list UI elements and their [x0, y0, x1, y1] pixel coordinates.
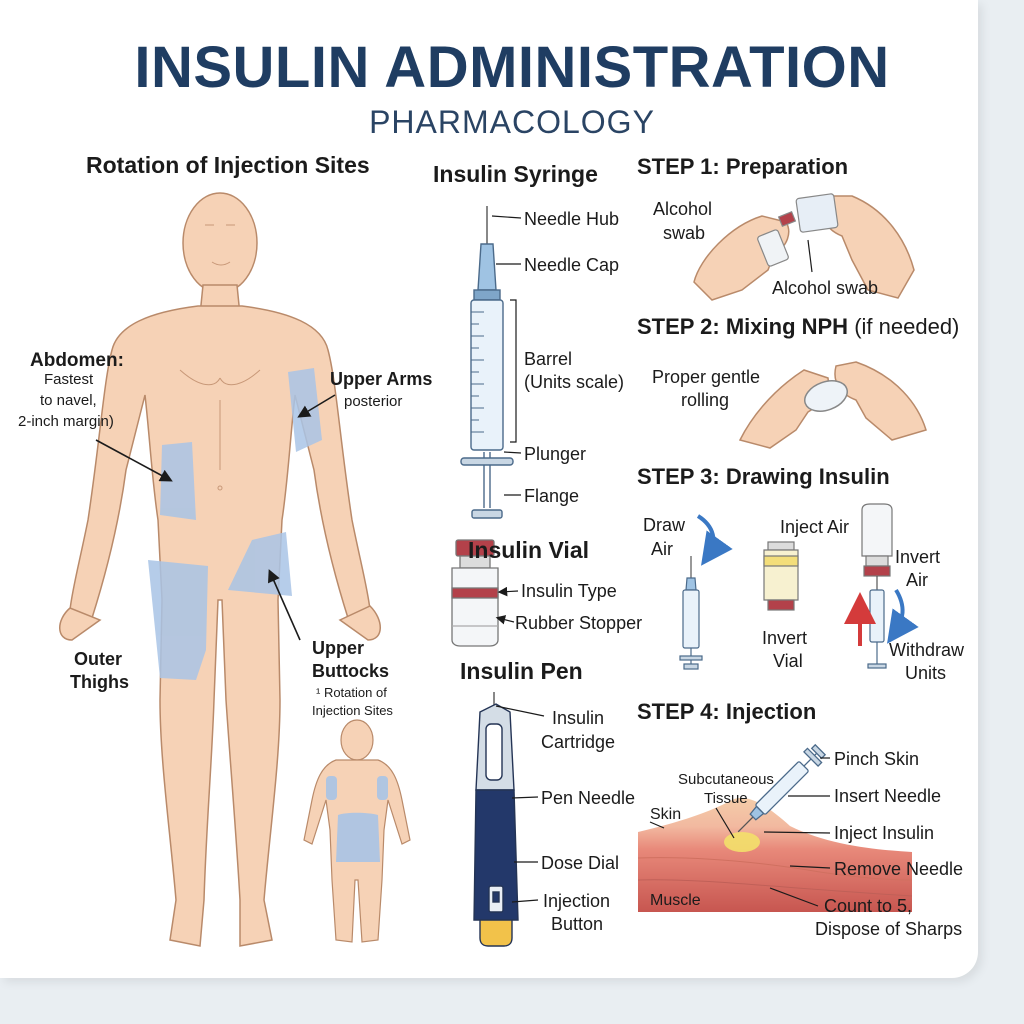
step3-vial-inverted — [861, 503, 893, 577]
step4-skin-layers — [637, 797, 913, 912]
step4-heading: STEP 4: Injection — [637, 699, 817, 724]
back-injection-sites — [326, 776, 388, 862]
step4-remove: Remove Needle — [834, 859, 964, 879]
pen-label-dial: Dose Dial — [541, 853, 620, 873]
abdomen-detail-1: Fastest — [44, 371, 94, 388]
syringe-heading: Insulin Syringe — [433, 161, 598, 187]
pen-illustration — [473, 692, 519, 947]
step2-heading: STEP 2: Mixing NPH (if needed) — [637, 315, 959, 338]
step1-heading: STEP 1: Preparation — [637, 154, 849, 179]
vial-label-stopper: Rubber Stopper — [515, 613, 643, 633]
pen-label-button-2: Button — [551, 914, 604, 934]
back-note-2: Injection Sites — [312, 703, 393, 718]
step2-hands-illustration — [738, 361, 927, 449]
pen-heading: Insulin Pen — [460, 658, 583, 684]
step1-swab-label-a1: Alcohol — [653, 199, 713, 219]
step3-syringe-inverted — [867, 576, 887, 669]
step3-draw-2: Air — [651, 539, 673, 559]
syringe-label-hub: Needle Hub — [524, 209, 620, 229]
step1-vial-swab — [757, 193, 839, 267]
step3-syringe — [679, 556, 703, 670]
step4-muscle: Muscle — [650, 892, 701, 909]
step3-draw-1: Draw — [643, 515, 686, 535]
step3-withdraw-2: Units — [905, 663, 947, 683]
syringe-label-flange: Flange — [524, 486, 580, 506]
step2-heading-note: (if needed) — [854, 314, 960, 339]
step2-note-1: Proper gentle — [652, 367, 761, 387]
syringe-label-barrel: Barrel — [524, 349, 573, 369]
step4-subq-2: Tissue — [704, 790, 748, 807]
step4-count: Count to 5, — [824, 896, 913, 916]
step3-vial-upright — [763, 541, 799, 611]
upper-arms-detail: posterior — [344, 393, 403, 410]
abdomen-detail-2: to navel, — [40, 392, 97, 409]
step2-note-2: rolling — [681, 390, 730, 410]
vial-heading: Insulin Vial — [468, 537, 589, 563]
rotation-heading: Rotation of Injection Sites — [86, 152, 370, 178]
upper-buttocks-label-1: Upper — [312, 638, 365, 658]
syringe-label-barrel-units: (Units scale) — [524, 372, 625, 392]
syringe-label-cap: Needle Cap — [524, 255, 620, 275]
step3-invert-air-1: Invert — [895, 547, 941, 567]
step4-subq-1: Subcutaneous — [678, 771, 774, 788]
step4-skin: Skin — [650, 806, 682, 823]
step2-heading-bold: STEP 2: Mixing NPH — [637, 314, 849, 339]
step4-inject: Inject Insulin — [834, 823, 935, 843]
step4-insert: Insert Needle — [834, 786, 942, 806]
page-subtitle: PHARMACOLOGY — [369, 104, 655, 140]
outer-thighs-label-2: Thighs — [70, 672, 129, 692]
pen-label-cartridge-2: Cartridge — [541, 732, 616, 752]
step3-invert-vial-2: Vial — [773, 651, 803, 671]
vial-illustration — [451, 539, 499, 647]
pen-label-needle: Pen Needle — [541, 788, 636, 808]
step3-heading: STEP 3: Drawing Insulin — [637, 464, 890, 489]
abdomen-detail-3: 2-inch margin) — [18, 413, 114, 430]
step3-invert-vial-1: Invert — [762, 628, 808, 648]
upper-buttocks-label-2: Buttocks — [312, 661, 390, 681]
vial-label-type: Insulin Type — [521, 581, 617, 601]
step1-swab-label-a2: swab — [663, 223, 706, 243]
step4-syringe — [737, 743, 827, 833]
upper-arms-label: Upper Arms — [330, 369, 433, 389]
pen-label-button-1: Injection — [543, 891, 611, 911]
step4-pinch: Pinch Skin — [834, 749, 920, 769]
abdomen-label: Abdomen: — [30, 350, 124, 371]
syringe-label-plunger: Plunger — [524, 444, 587, 464]
syringe-illustration — [460, 206, 514, 519]
pen-label-cartridge-1: Insulin — [552, 708, 605, 728]
step3-invert-air-2: Air — [906, 570, 928, 590]
step3-inject-air: Inject Air — [780, 517, 850, 537]
outer-thighs-label-1: Outer — [74, 649, 123, 669]
step1-swab-label-b: Alcohol swab — [772, 278, 879, 298]
back-note-1: ¹ Rotation of — [316, 685, 387, 700]
step3-withdraw-1: Withdraw — [889, 640, 965, 660]
page-title: INSULIN ADMINISTRATION — [134, 35, 890, 100]
step4-dispose: Dispose of Sharps — [815, 919, 963, 939]
